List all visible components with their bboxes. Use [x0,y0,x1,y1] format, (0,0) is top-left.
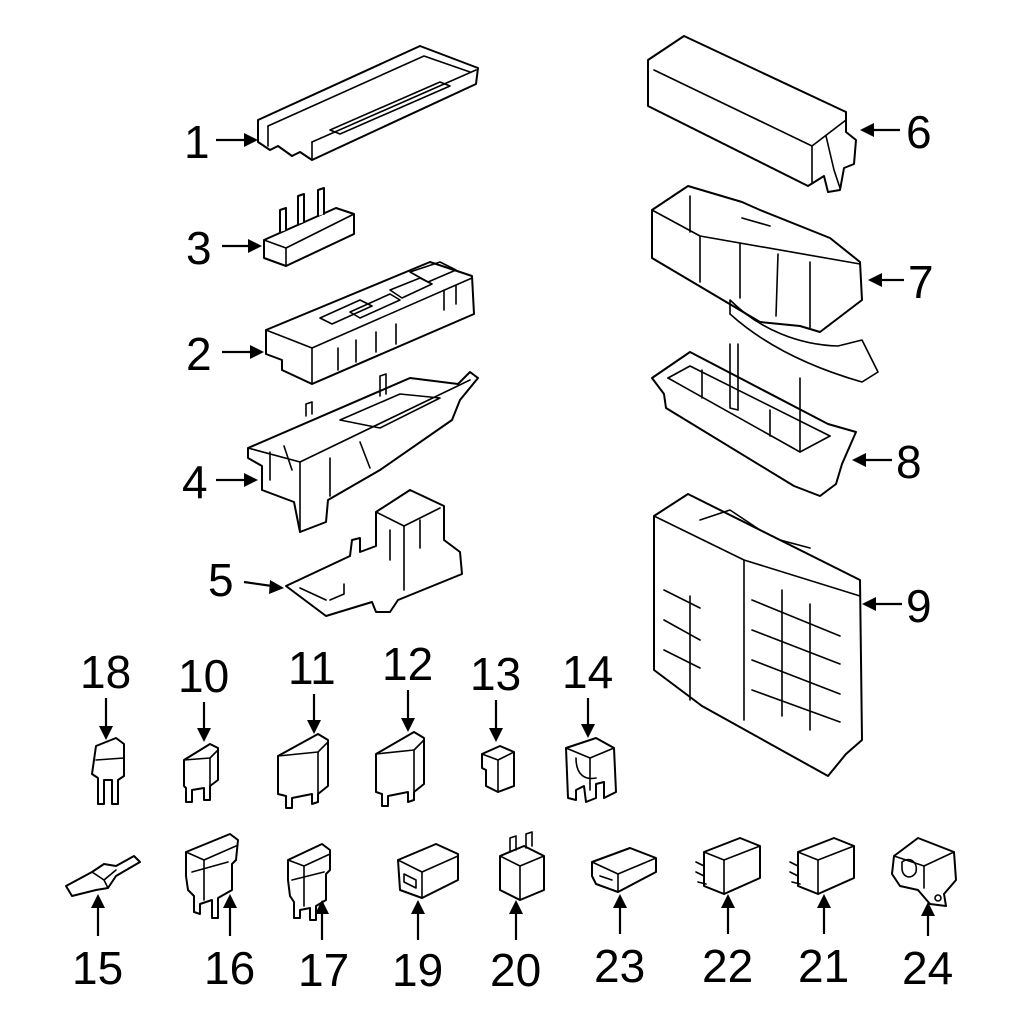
arrow-14 [581,698,595,738]
callout-12: 12 [382,638,433,690]
arrow-22 [721,894,735,934]
callout-3: 3 [186,222,212,274]
arrow-1 [216,133,258,147]
part-24-bracket-relay [891,837,957,907]
part-23-flat-relay [591,847,657,893]
part-10-mini-fuse [183,743,219,803]
callout-15: 15 [72,942,123,994]
arrow-5 [243,580,284,594]
callout-22: 22 [702,940,753,992]
arrow-7 [868,273,904,287]
callout-13: 13 [470,648,521,700]
arrow-15 [91,894,105,936]
arrow-17 [315,900,329,940]
callout-6: 6 [906,106,932,158]
arrow-2 [222,345,264,359]
callout-numbers: 1 2 3 4 5 6 7 8 9 10 11 12 13 14 15 16 1… [72,106,953,996]
part-22-relay [695,837,761,895]
callout-9: 9 [906,580,932,632]
callout-17: 17 [298,944,349,996]
part-17-fuse-holder [287,843,331,921]
callout-18: 18 [80,646,131,698]
callout-14: 14 [562,646,613,698]
part-16-fuse-holder [185,833,239,919]
part-18-fuse-clip [91,737,125,805]
part-21-relay [789,837,855,895]
part-9-junction-block [653,493,863,777]
callout-10: 10 [178,650,229,702]
arrow-3 [222,239,262,253]
callout-7: 7 [908,256,934,308]
part-3-small-block [263,187,355,267]
part-7-connector-housing [651,185,879,383]
part-1-fuse-cover [257,45,479,161]
arrow-20 [509,900,523,940]
arrow-8 [852,453,892,467]
part-20-relay [499,831,545,901]
arrow-16 [223,894,237,936]
part-4-tray [247,371,479,533]
arrow-6 [860,123,900,137]
arrow-18 [99,698,113,740]
arrow-12 [401,690,415,732]
callout-19: 19 [392,944,443,996]
callout-arrows [91,123,935,940]
arrow-10 [197,702,211,742]
part-5-bracket [285,489,463,617]
part-14-jcase-fuse [565,737,617,803]
callout-24: 24 [902,942,953,994]
callout-5: 5 [208,554,234,606]
arrow-11 [307,694,321,734]
arrow-4 [216,473,258,487]
arrow-13 [489,700,503,742]
part-12-maxi-fuse [375,731,425,807]
callout-21: 21 [798,940,849,992]
arrow-24 [921,902,935,936]
arrow-23 [613,894,627,934]
callout-20: 20 [490,944,541,996]
part-2-fuse-block [265,261,475,385]
part-8-lower-tray [651,343,857,497]
part-13-cartridge-fuse [481,745,515,793]
callout-2: 2 [186,328,212,380]
callout-11: 11 [288,642,336,694]
callout-8: 8 [896,436,922,488]
arrow-19 [411,900,425,940]
arrow-21 [817,894,831,934]
part-19-relay [397,843,459,899]
part-11-maxi-fuse [277,733,329,809]
callout-23: 23 [594,940,645,992]
part-6-main-cover [647,35,857,193]
part-15-strip-fuse [65,855,141,897]
callout-16: 16 [204,942,255,994]
arrow-9 [862,597,902,611]
callout-4: 4 [182,456,208,508]
callout-1: 1 [184,116,210,168]
